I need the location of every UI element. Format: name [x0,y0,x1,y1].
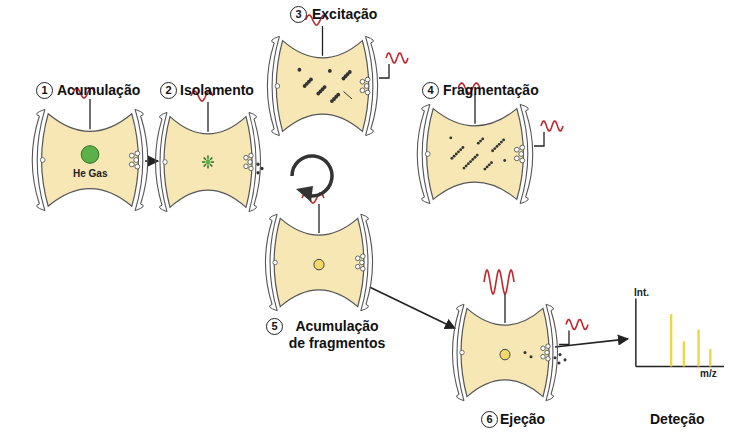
step-title: Isolamento [180,82,254,99]
trap-electrode: Acumulação de fragmentos [268,210,370,315]
callout-number: 4 [422,82,439,99]
rf-signal [484,270,514,294]
endcap-wire [559,331,569,345]
callout-number: 2 [160,82,177,99]
step-title: Deteção [650,411,704,428]
flow-arrow [555,339,628,347]
step-title: Acumulação [57,82,140,99]
step-title: Fragmentação [443,82,539,99]
ring-wire [474,94,475,124]
trap-shape [420,100,530,208]
plot-label: m/z [700,368,717,380]
trap-electrode: Ejeção [455,300,555,405]
trap-shape [270,32,375,140]
ring-wire [318,204,319,233]
trap-electrode: Excitação [270,32,375,140]
ring-wire [207,102,208,132]
rf-signal [386,53,408,63]
cycle-arrowhead [296,186,313,202]
trap-shape [455,300,555,405]
rf-signal [541,121,563,131]
flow-arrow [370,287,455,328]
callout-number: 5 [266,318,283,335]
endcap-wire [379,64,389,78]
trap-electrode: Isolamento [158,108,258,216]
callout-number: 1 [36,82,53,99]
ring-wire [322,26,323,56]
trap-shape [268,210,370,315]
plot-label: Int. [634,287,649,299]
trap-shape [35,105,145,215]
trap-shape [158,108,258,216]
step-title: Acumulação de fragmentos [287,318,387,352]
step-title: Ejeção [500,411,545,428]
ring-wire [89,99,90,129]
spectrum-plot: DeteçãoInt.m/z [628,285,726,382]
endcap-wire [534,132,544,146]
rf-signal [566,320,588,330]
step-title: Excitação [312,6,377,23]
callout-number: 3 [290,6,307,23]
callout-number: 6 [481,411,498,428]
plot-axes [628,285,726,382]
ring-wire [504,294,505,323]
trap-electrode: Fragmentação [420,100,530,208]
plot-label: He Gas [73,168,107,180]
trap-electrode: AcumulaçãoHe Gas [35,105,145,215]
